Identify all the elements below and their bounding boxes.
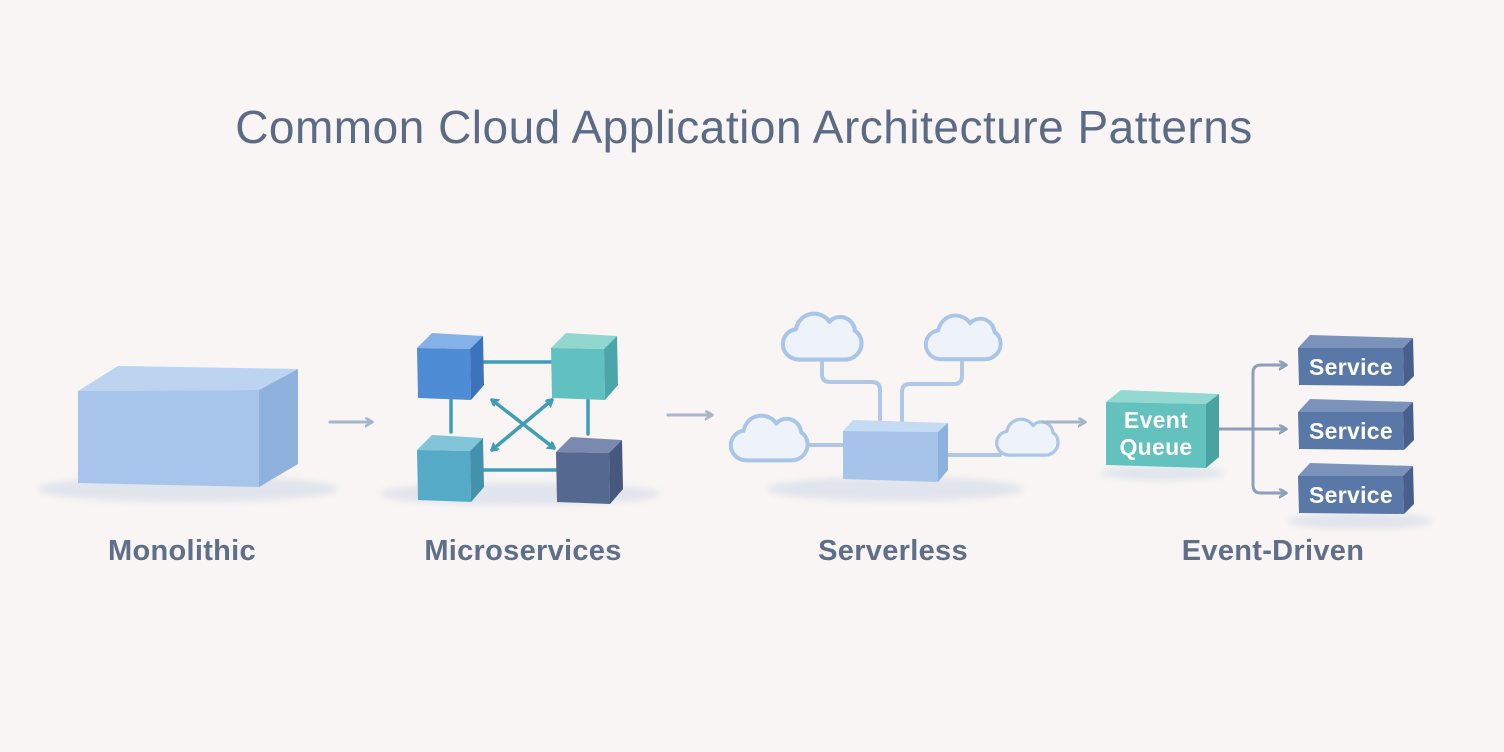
queue-label-line1: Event	[1124, 407, 1188, 433]
cube-front-face	[417, 348, 471, 400]
cube-top-face	[551, 333, 617, 349]
cube-front-face	[551, 348, 605, 400]
cube-front-face	[556, 452, 610, 504]
serverless-connectors	[806, 360, 1002, 457]
serverless-section: Serverless	[731, 314, 1060, 567]
cube-top-face	[417, 333, 483, 349]
section-label-monolithic: Monolithic	[108, 535, 256, 567]
service-front-face	[1298, 476, 1404, 514]
cube-side-face	[604, 336, 618, 400]
service-label: Service	[1309, 354, 1393, 380]
serverless-side-face	[938, 423, 948, 482]
service-top-face	[1298, 335, 1413, 348]
microservice-cube-top-left	[417, 333, 484, 400]
branch-line-bottom	[1251, 427, 1286, 493]
monolith-top-face	[78, 366, 298, 391]
microservice-cube-top-right	[551, 333, 618, 400]
cube-top-face	[417, 435, 483, 451]
service-top-face	[1298, 463, 1413, 476]
section-label-microservices: Microservices	[424, 535, 621, 567]
serverless-front-face	[843, 431, 938, 482]
queue-label-line2: Queue	[1119, 434, 1192, 460]
cube-side-face	[470, 438, 484, 502]
service-label: Service	[1309, 482, 1393, 508]
service-side-face	[1403, 466, 1414, 514]
microservice-cube-bottom-left	[417, 435, 484, 502]
event-queue-box: Event Queue	[1106, 390, 1219, 468]
serverless-top-face	[843, 420, 948, 432]
monolith-side-face	[259, 369, 298, 487]
microservice-connections	[449, 360, 590, 472]
queue-top-face	[1106, 390, 1219, 404]
cloud-connector-top-right	[900, 360, 964, 432]
microservice-cube-bottom-right	[556, 437, 623, 504]
service-label: Service	[1309, 418, 1393, 444]
monolith-box-icon	[78, 366, 298, 487]
service-side-face	[1403, 402, 1414, 450]
cube-connection-diagonal-2	[490, 398, 554, 452]
service-front-face	[1298, 412, 1404, 450]
event-driven-section: Event Queue Service Service Service Even…	[1100, 335, 1432, 567]
cloud-connector-top-left	[820, 360, 882, 432]
cube-top-face	[556, 437, 622, 453]
service-side-face	[1403, 338, 1414, 386]
microservices-section: Microservices	[380, 333, 660, 567]
service-box-3: Service	[1298, 463, 1414, 514]
event-branch-lines	[1217, 365, 1286, 493]
cube-side-face	[470, 336, 484, 400]
section-label-event-driven: Event-Driven	[1182, 535, 1365, 567]
monolithic-section: Monolithic	[38, 366, 338, 567]
service-top-face	[1298, 399, 1413, 412]
service-box-2: Service	[1298, 399, 1414, 450]
service-box-1: Service	[1298, 335, 1414, 386]
serverless-box-icon	[843, 420, 948, 482]
branch-line-top	[1251, 365, 1286, 431]
monolith-front-face	[78, 390, 259, 487]
serverless-shadow	[767, 477, 1023, 501]
page-title: Common Cloud Application Architecture Pa…	[235, 101, 1253, 153]
queue-front-face	[1106, 402, 1206, 468]
cube-side-face	[609, 440, 623, 504]
event-queue-shadow	[1100, 466, 1224, 480]
cube-front-face	[417, 450, 471, 502]
service-stack-shadow	[1288, 513, 1432, 529]
queue-side-face	[1206, 394, 1219, 468]
section-label-serverless: Serverless	[818, 535, 968, 567]
service-front-face	[1298, 348, 1404, 386]
